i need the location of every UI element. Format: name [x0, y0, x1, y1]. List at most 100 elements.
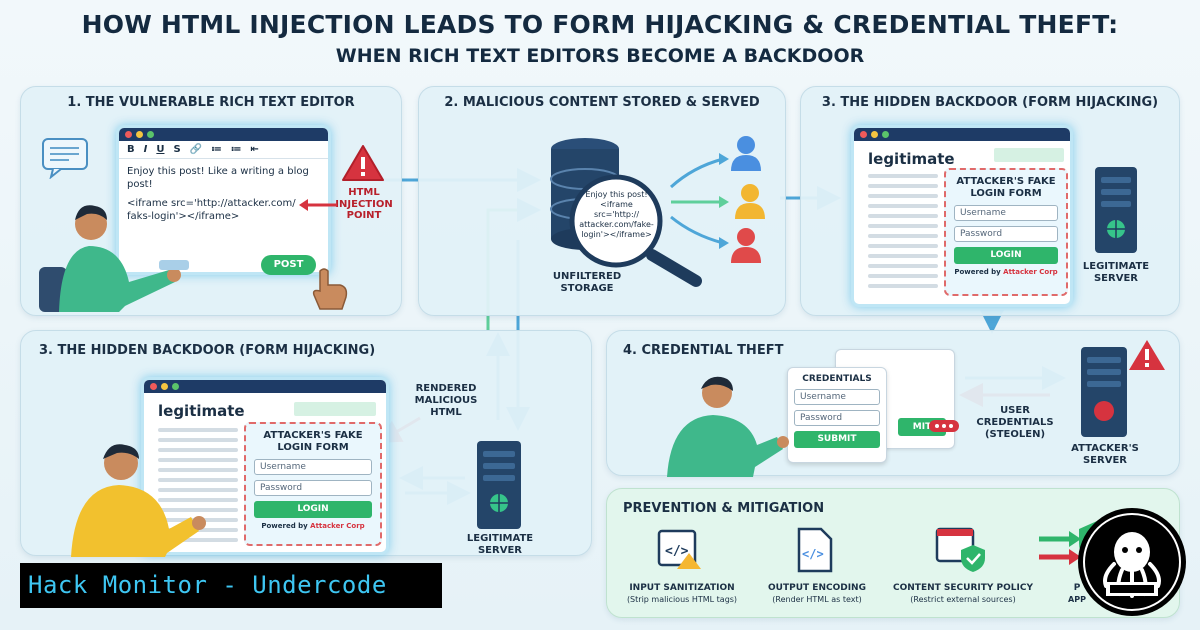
maximize-dot	[172, 383, 179, 390]
password-input[interactable]: Password	[794, 410, 880, 426]
powered-prefix: Powered by	[954, 268, 1001, 276]
powered-brand: Attacker Corp	[1003, 268, 1058, 276]
panel-hidden-backdoor-rendered: 3. THE HIDDEN BACKDOOR (FORM HIJACKING) …	[20, 330, 592, 557]
password-input[interactable]: Password	[954, 226, 1058, 242]
sanitization-desc: (Strip malicious HTML tags)	[626, 595, 738, 604]
login-button[interactable]: LOGIN	[254, 501, 372, 518]
minimize-dot	[871, 131, 878, 138]
rendered-html-label: RENDERED MALICIOUS HTML	[414, 383, 478, 418]
window-titlebar	[144, 380, 386, 393]
csp-label: CONTENT SECURITY POLICY	[893, 583, 1033, 593]
subtitle: WHEN RICH TEXT EDITORS BECOME A BACKDOOR	[335, 45, 865, 67]
minimize-dot	[161, 383, 168, 390]
csp-desc: (Restrict external sources)	[910, 595, 1016, 604]
outdent-icon[interactable]: ⇤	[250, 144, 259, 155]
close-dot	[860, 131, 867, 138]
fake-login-form: ATTACKER'S FAKE LOGIN FORM Username Pass…	[944, 168, 1068, 296]
powered-prefix: Powered by	[261, 522, 308, 530]
powered-by-text: Powered by Attacker Corp	[254, 522, 372, 530]
injection-point-label: HTML INJECTION POINT	[335, 187, 393, 221]
username-input[interactable]: Username	[794, 389, 880, 405]
panel-credential-theft: 4. CREDENTIAL THEFT MIT CREDENTIALS User…	[606, 330, 1180, 477]
credentials-card: CREDENTIALS Username Password SUBMIT	[787, 367, 887, 463]
server-label: LEGITIMATE SERVER	[1082, 261, 1150, 284]
chat-bubble-icon	[42, 138, 88, 179]
maximize-dot	[147, 131, 154, 138]
attacker-server-label: ATTACKER'S SERVER	[1071, 443, 1139, 466]
user-typing-illustration	[39, 205, 189, 312]
window-titlebar	[854, 128, 1070, 141]
editor-content[interactable]: Enjoy this post! Like a writing a blog p…	[119, 159, 328, 229]
item4-label: P	[1073, 583, 1081, 593]
svg-text:</>: </>	[802, 547, 824, 561]
username-input[interactable]: Username	[254, 459, 372, 475]
bold-button[interactable]: B	[127, 144, 135, 155]
link-icon[interactable]: 🔗	[189, 144, 203, 155]
main-title: HOW HTML INJECTION LEADS TO FORM HIJACKI…	[81, 10, 1119, 39]
injection-arrow	[299, 199, 337, 211]
user-blue-icon	[731, 136, 761, 171]
fake-login-form: ATTACKER'S FAKE LOGIN FORM Username Pass…	[244, 422, 382, 546]
pointing-hand-icon	[312, 268, 348, 310]
page-banner	[994, 148, 1064, 162]
strikethrough-button[interactable]: S	[173, 144, 181, 155]
page-heading: legitimate	[158, 402, 245, 420]
credentials-title: CREDENTIALS	[802, 374, 872, 384]
bullet-list-icon[interactable]: ≔	[211, 144, 222, 155]
password-input[interactable]: Password	[254, 480, 372, 496]
panel-title: 4. CREDENTIAL THEFT	[623, 343, 784, 358]
close-dot	[125, 131, 132, 138]
warning-icon	[342, 145, 384, 181]
powered-by-text: Powered by Attacker Corp	[954, 268, 1058, 276]
user-red-icon	[731, 228, 761, 263]
submit-button[interactable]: SUBMIT	[794, 431, 880, 448]
editor-text: Enjoy this post! Like a writing a blog p…	[127, 166, 309, 190]
minimize-dot	[136, 131, 143, 138]
serve-arrows	[669, 153, 729, 249]
stolen-credentials-label: USER CREDENTIALS (STEOLEN)	[976, 405, 1054, 440]
post-button[interactable]: POST	[261, 255, 316, 275]
fake-form-title: ATTACKER'S FAKE LOGIN FORM	[956, 176, 1056, 199]
output-encoding-icon: </>	[797, 527, 833, 573]
injected-code: <iframe src='http://attacker.com/ faks-l…	[127, 198, 296, 222]
legitimate-server-icon	[477, 441, 521, 529]
storage-label: UNFILTERED STORAGE	[552, 271, 622, 294]
alert-warning-icon	[1129, 340, 1165, 370]
user-yellow-icon	[735, 184, 765, 219]
browser-window: legitimate ATTACKER'S FAKE LOGIN FORM Us…	[851, 125, 1073, 307]
page-banner	[294, 402, 376, 416]
italic-button[interactable]: I	[143, 144, 148, 155]
watermark-banner: Hack Monitor - Undercode	[20, 563, 442, 608]
underline-button[interactable]: U	[156, 144, 165, 155]
output-encoding-desc: (Render HTML as text)	[772, 595, 862, 604]
close-dot	[150, 383, 157, 390]
username-input[interactable]: Username	[954, 205, 1058, 221]
page-body-lines	[868, 174, 938, 294]
login-button[interactable]: LOGIN	[954, 247, 1058, 264]
panel-title: PREVENTION & MITIGATION	[623, 501, 825, 516]
panel-title: 3. THE HIDDEN BACKDOOR (FORM HIJACKING)	[39, 343, 376, 358]
panel-title: 3. THE HIDDEN BACKDOOR (FORM HIJACKING)	[821, 95, 1159, 110]
numbered-list-icon[interactable]: ≔	[230, 144, 242, 155]
protection-arrows	[1039, 531, 1081, 565]
victim-user-illustration	[667, 376, 789, 477]
item4-desc: APP	[1068, 595, 1086, 604]
user-clicking-illustration	[71, 444, 206, 557]
csp-shield-icon	[935, 527, 985, 572]
fake-form-title: ATTACKER'S FAKE LOGIN FORM	[263, 430, 363, 453]
panel-vulnerable-editor: 1. THE VULNERABLE RICH TEXT EDITOR B I U…	[20, 86, 402, 316]
sanitization-label: INPUT SANITIZATION	[629, 583, 735, 593]
editor-toolbar: B I U S 🔗 ≔ ≔ ⇤	[119, 141, 328, 159]
page-heading: legitimate	[868, 150, 955, 168]
powered-brand: Attacker Corp	[310, 522, 365, 530]
legitimate-server-icon	[1095, 167, 1137, 253]
octopus-logo	[1078, 508, 1186, 616]
svg-text:</>: </>	[665, 544, 689, 559]
server-label: LEGITIMATE SERVER	[466, 533, 534, 556]
stolen-data-dots-icon	[929, 420, 959, 432]
magnifier-text: Enjoy this post! <iframe src='http:// at…	[579, 190, 654, 239]
magnifier-icon	[569, 174, 702, 287]
panel-title: 2. MALICIOUS CONTENT STORED & SERVED	[444, 95, 760, 110]
attacker-server-icon	[1081, 347, 1127, 437]
sanitization-code-icon: </>	[657, 529, 701, 569]
